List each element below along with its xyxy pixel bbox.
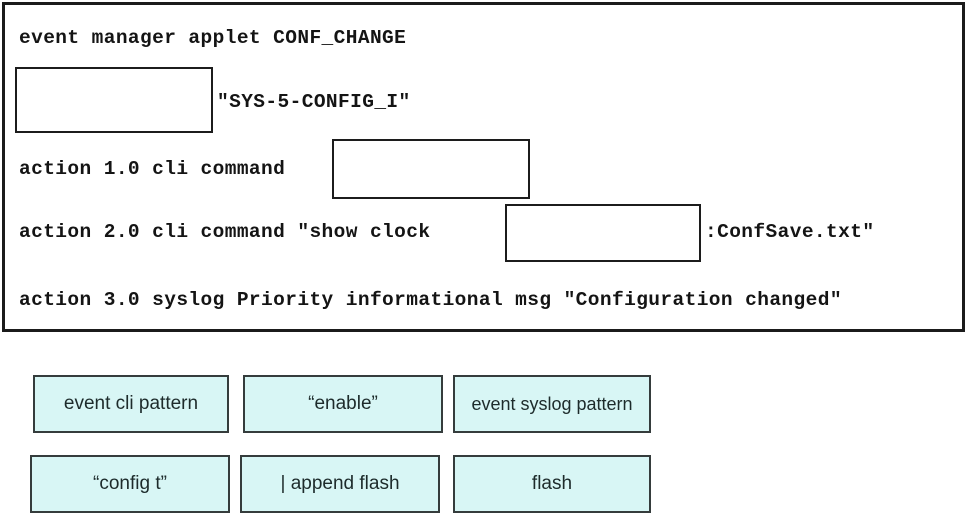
config-line-action-2: action 2.0 cli command "show clock	[19, 221, 431, 243]
drop-slot-action1-command[interactable]	[332, 139, 530, 199]
option-tile-flash[interactable]: flash	[453, 455, 651, 513]
option-tile-event-syslog-pattern[interactable]: event syslog pattern	[453, 375, 651, 433]
config-line-applet: event manager applet CONF_CHANGE	[19, 27, 407, 49]
config-line-event-tail: "SYS-5-CONFIG_I"	[217, 91, 411, 113]
drop-slot-event-statement[interactable]	[15, 67, 213, 133]
option-tile-event-cli-pattern[interactable]: event cli pattern	[33, 375, 229, 433]
option-tile-config-t[interactable]: “config t”	[30, 455, 230, 513]
config-line-action-1: action 1.0 cli command	[19, 158, 286, 180]
configuration-panel: event manager applet CONF_CHANGE "SYS-5-…	[2, 2, 965, 332]
option-tile-enable[interactable]: “enable”	[243, 375, 443, 433]
drop-slot-action2-destination[interactable]	[505, 204, 701, 262]
option-tile-append-flash[interactable]: | append flash	[240, 455, 440, 513]
config-line-action-3: action 3.0 syslog Priority informational…	[19, 289, 842, 311]
config-line-action-2-tail: :ConfSave.txt"	[705, 221, 875, 243]
